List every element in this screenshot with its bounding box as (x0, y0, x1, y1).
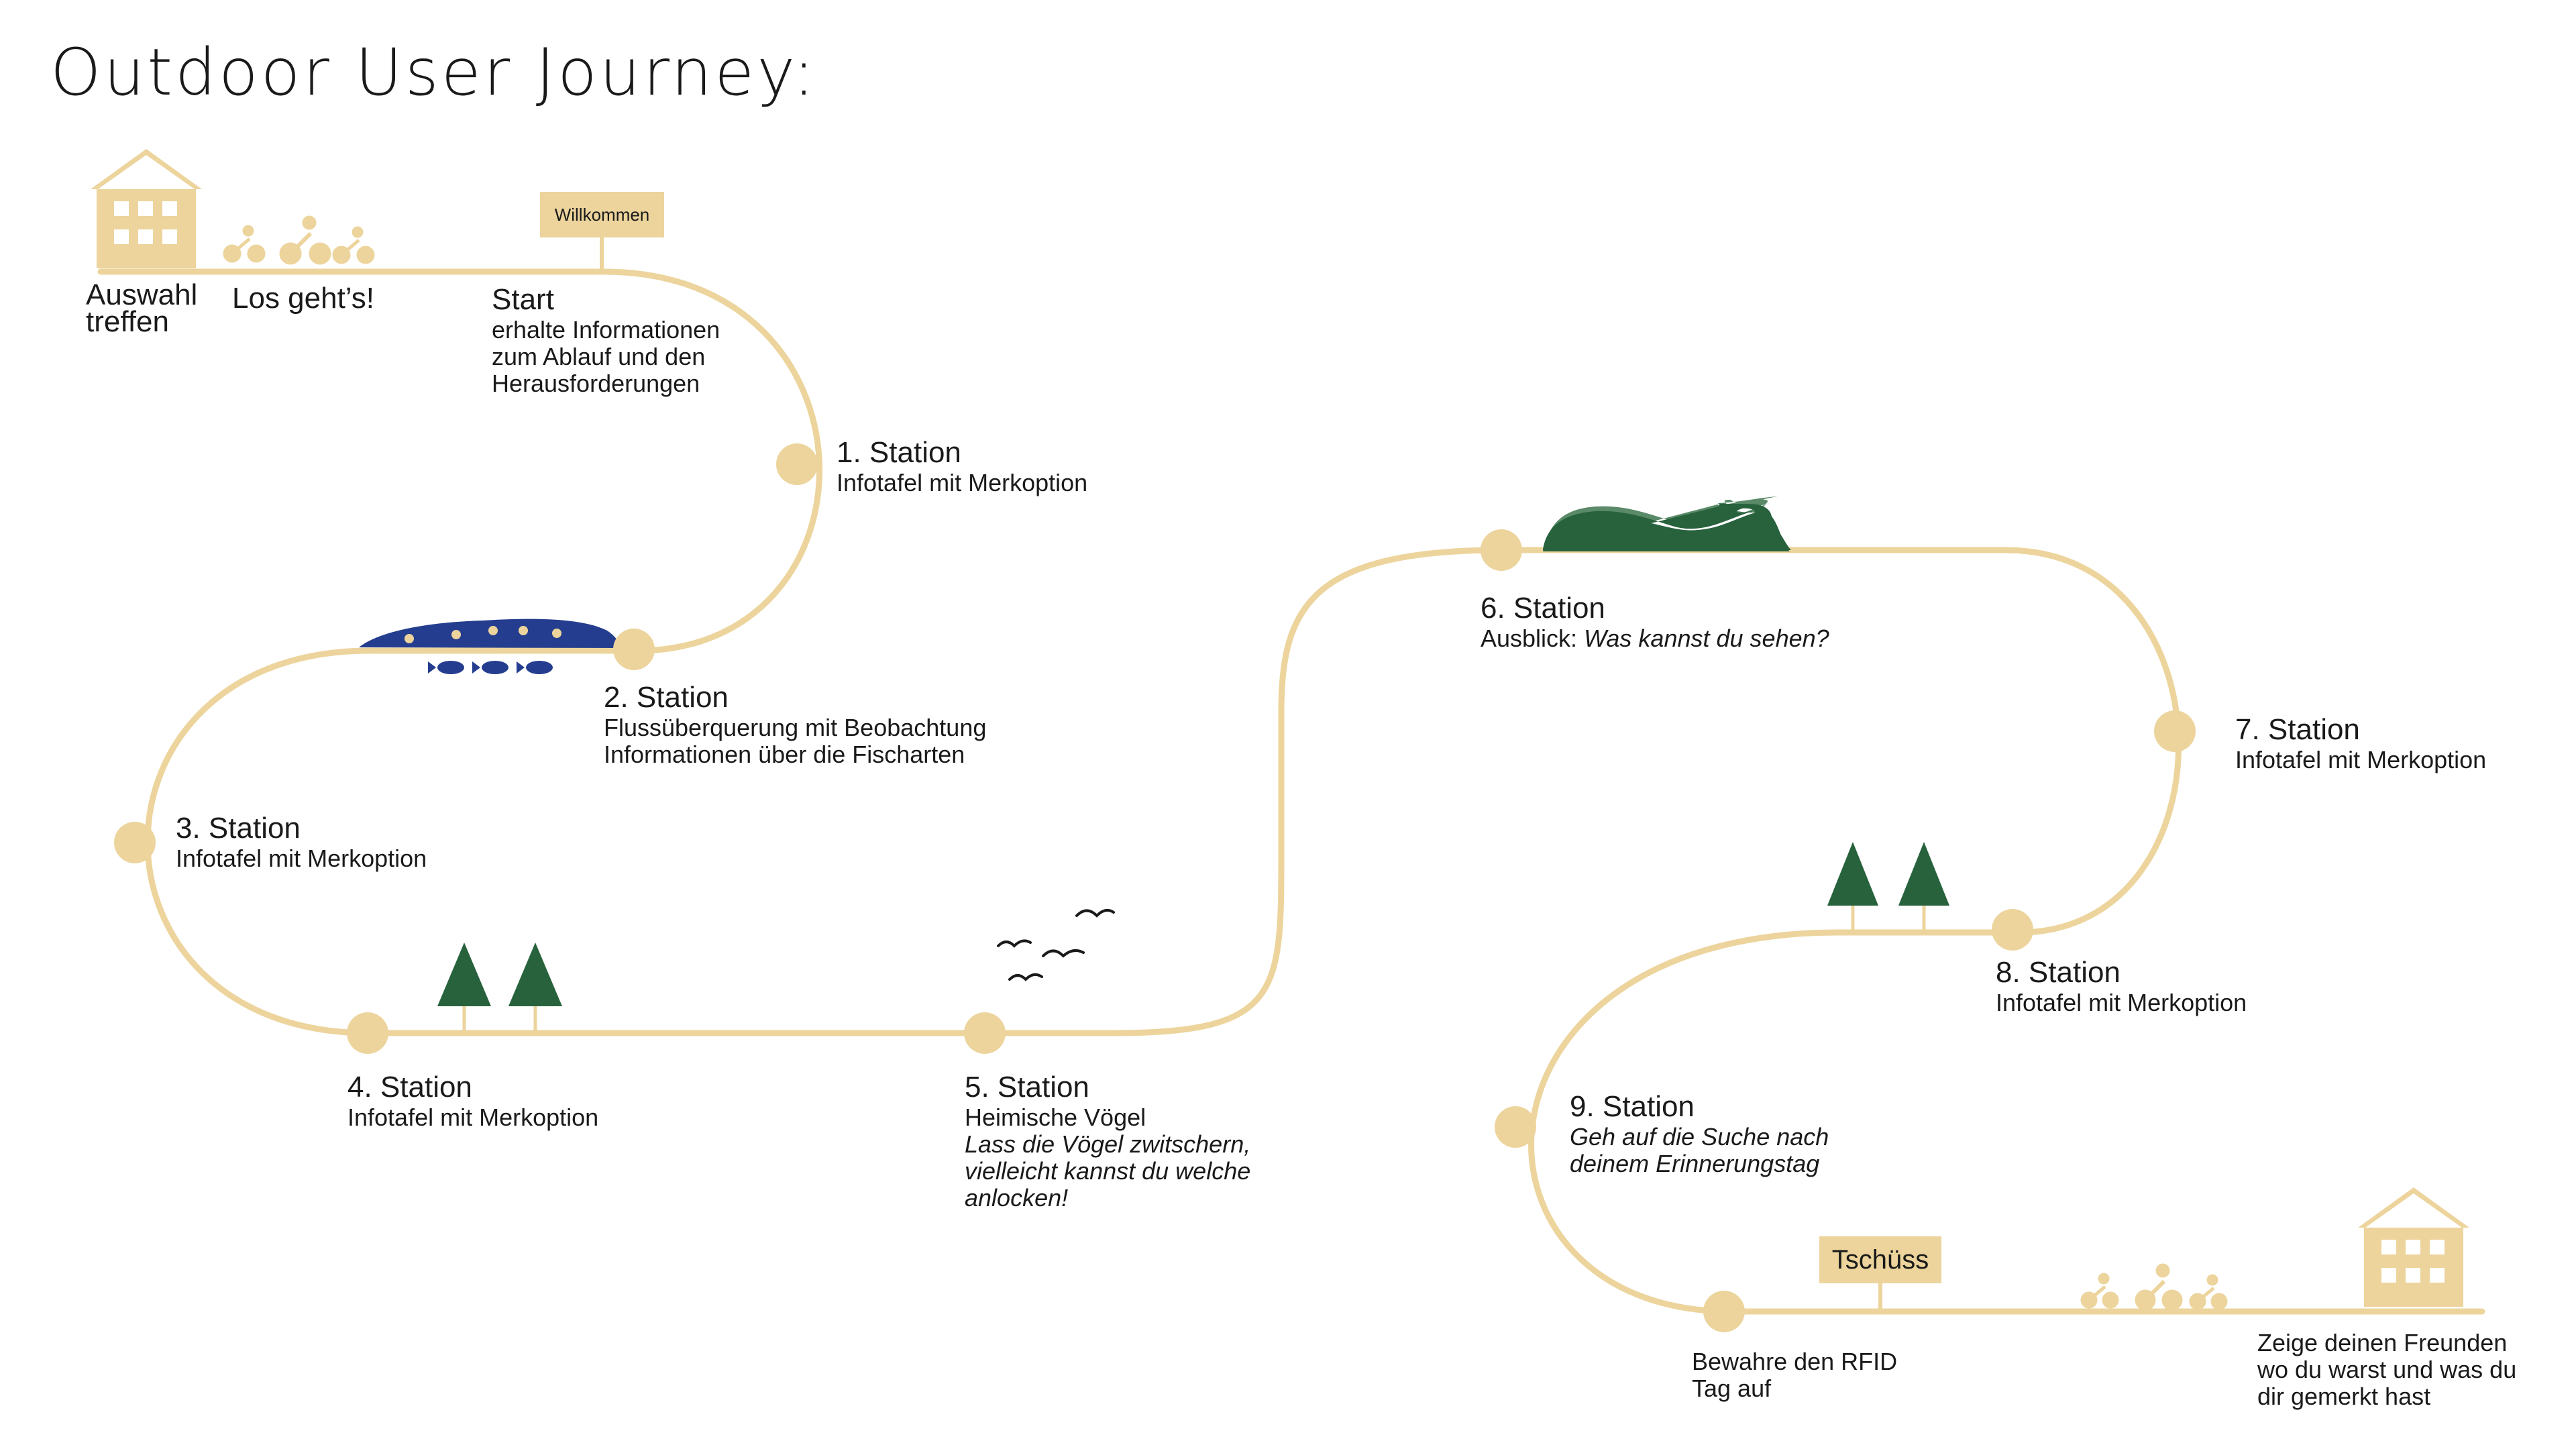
station-label-9: 9. Station Geh auf die Suche nach deinem… (1570, 1090, 1829, 1177)
tree-icon (437, 943, 562, 1033)
station-marker-1[interactable] (776, 443, 818, 485)
tree-icon (1827, 842, 1949, 932)
station-marker-3[interactable] (114, 822, 156, 863)
start-label: Start erhalte Informationen zum Ablauf u… (492, 283, 720, 397)
station-label-5: 5. Station Heimische Vögel Lass die Vöge… (965, 1071, 1251, 1212)
station-marker-6[interactable] (1481, 529, 1522, 571)
station-label-7: 7. Station Infotafel mit Merkoption (2235, 713, 2487, 773)
signpost-icon (540, 192, 664, 272)
station-marker-7[interactable] (2154, 710, 2196, 752)
willkommen-sign-label: Willkommen (554, 204, 650, 225)
page-title: Outdoor User Journey: (50, 35, 818, 110)
rfid-label: Bewahre den RFID Tag auf (1692, 1348, 1898, 1402)
station-marker-4[interactable] (347, 1012, 388, 1054)
station-label-2: 2. Station Flussüberquerung mit Beobacht… (604, 681, 987, 768)
birds-icon (997, 908, 1115, 981)
friends-label: Zeige deinen Freunden wo du warst und wa… (2257, 1329, 2517, 1410)
fish-icon (428, 661, 553, 674)
station-label-3: 3. Station Infotafel mit Merkoption (176, 812, 427, 872)
river-icon (359, 619, 619, 648)
cyclists-icon (2080, 1263, 2228, 1311)
journey-path (97, 268, 2485, 1315)
station-label-6: 6. Station Ausblick: Was kannst du sehen… (1481, 592, 1829, 652)
station-label-1: 1. Station Infotafel mit Merkoption (837, 436, 1088, 496)
station-marker-9[interactable] (1495, 1106, 1536, 1148)
station-label-8: 8. Station Infotafel mit Merkoption (1996, 956, 2247, 1016)
auswahl-label: Auswahl treffen (86, 278, 198, 338)
tschuess-sign-label: Tschüss (1831, 1244, 1929, 1275)
station-marker-8[interactable] (1992, 909, 2033, 951)
house-icon (2358, 1187, 2469, 1307)
end-marker[interactable] (1703, 1291, 1745, 1332)
station-marker-2[interactable] (613, 629, 655, 670)
house-icon (91, 149, 202, 268)
station-label-4: 4. Station Infotafel mit Merkoption (347, 1071, 599, 1131)
signpost-icon (1819, 1236, 1941, 1311)
hill-icon (1543, 496, 1791, 551)
cyclists-icon (223, 215, 375, 265)
station-marker-5[interactable] (964, 1012, 1006, 1054)
los-label: Los geht’s! (232, 282, 375, 315)
